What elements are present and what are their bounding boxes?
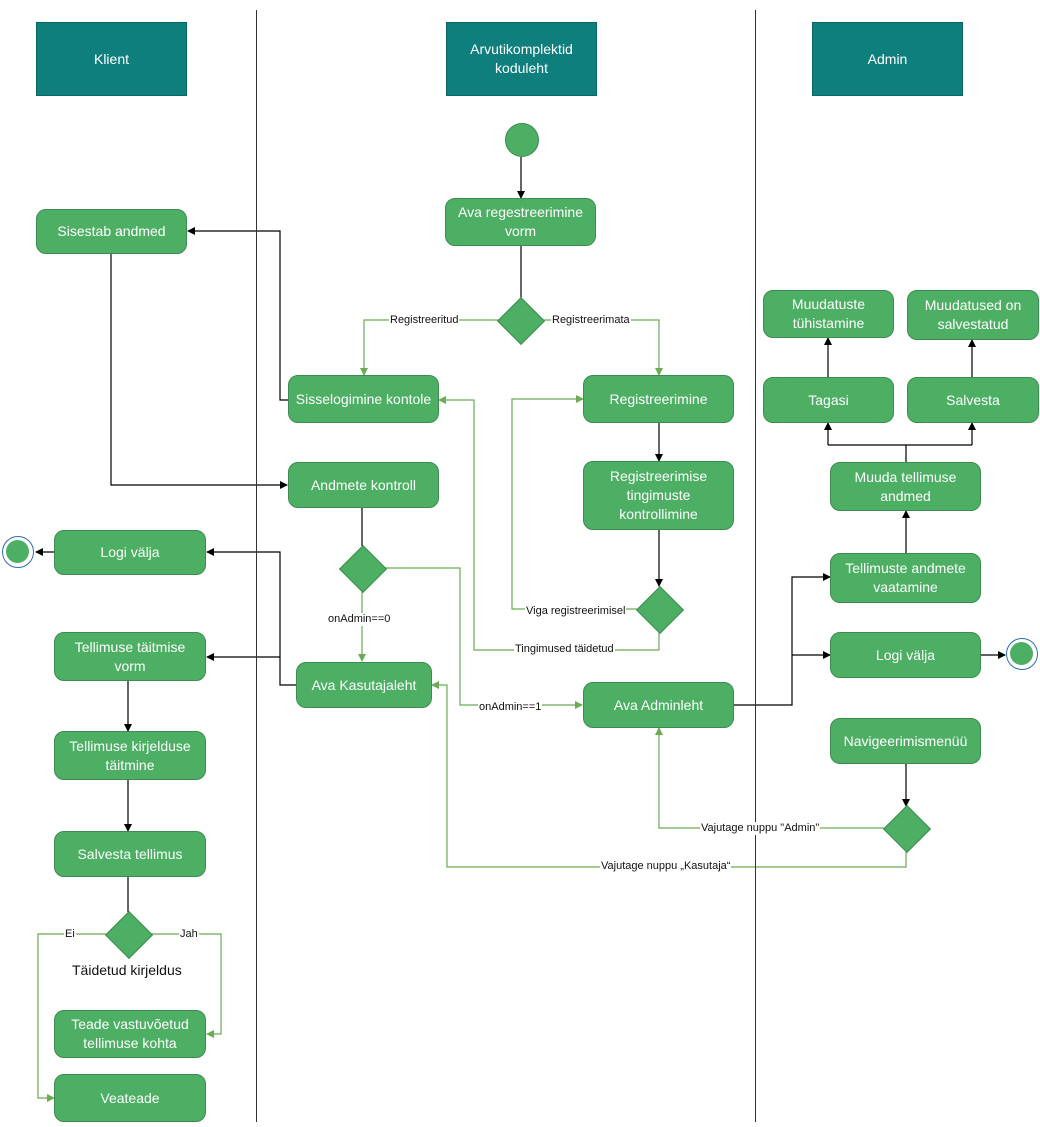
node-registration-terms-check: Registreerimise tingimuste kontrollimine <box>583 461 734 530</box>
lane-header-client: Klient <box>36 22 187 96</box>
node-view-order-data: Tellimuste andmete vaatamine <box>830 553 981 603</box>
edge-press-user <box>431 681 907 868</box>
node-open-registration-form: Ava regestreerimine vorm <box>445 198 596 246</box>
label-press-admin: Vajutage nuppu "Admin" <box>700 822 821 835</box>
edge-unregistered <box>542 319 663 376</box>
node-data-check: Andmete kontroll <box>288 462 439 508</box>
edge-terms-met <box>438 396 660 651</box>
node-order-form: Tellimuse täitmise vorm <box>54 632 206 681</box>
label-is-admin-1: onAdmin==1 <box>478 701 543 714</box>
label-press-user: Vajutage nuppu „Kasutaja“ <box>600 860 732 873</box>
node-save-order: Salvesta tellimus <box>54 831 206 877</box>
lane-header-admin: Admin <box>812 22 963 96</box>
node-registration: Registreerimine <box>583 375 734 423</box>
label-is-admin-0: onAdmin==0 <box>327 613 392 626</box>
node-error-message: Veateade <box>54 1074 206 1122</box>
node-login-account: Sisselogimine kontole <box>288 375 439 423</box>
admin-end-node <box>1006 638 1038 670</box>
label-no: Ei <box>64 928 76 941</box>
lane-divider-right <box>755 10 756 1122</box>
lane-header-website: Arvutikomplektid koduleht <box>446 22 597 96</box>
label-registration-error: Viga registreerimisel <box>525 605 627 618</box>
label-terms-met: Tingimused täidetud <box>514 643 615 656</box>
node-admin-logout: Logi välja <box>830 632 981 678</box>
node-cancel-changes: Muudatuste tühistamine <box>763 290 894 338</box>
node-back: Tagasi <box>763 377 894 423</box>
start-node <box>505 123 539 157</box>
node-order-description: Tellimuse kirjelduse täitmine <box>54 731 206 780</box>
label-yes: Jah <box>179 928 199 941</box>
label-description-filled: Täidetud kirjeldus <box>72 962 182 978</box>
edge-login-to-enter-data <box>187 227 288 401</box>
label-unregistered: Registreerimata <box>551 314 631 327</box>
edge-registered <box>360 319 500 376</box>
node-navigation-menu: Navigeerimismenüü <box>830 718 981 764</box>
edge-edit-to-branches <box>828 444 972 462</box>
node-changes-saved: Muudatused on salvestatud <box>907 290 1039 340</box>
node-open-user-page: Ava Kasutajaleht <box>296 662 432 708</box>
node-save: Salvesta <box>907 377 1039 423</box>
node-edit-order-data: Muuda tellimuse andmed <box>830 462 981 511</box>
edge-admin-page-to-view <box>734 573 831 706</box>
label-registered: Registreeritud <box>389 314 460 327</box>
node-open-admin-page: Ava Adminleht <box>583 682 734 728</box>
client-end-node <box>2 536 34 568</box>
node-client-logout: Logi välja <box>54 530 206 575</box>
node-order-accepted-notice: Teade vastuvõetud tellimuse kohta <box>54 1010 206 1058</box>
lane-divider-left <box>256 10 257 1122</box>
edge-user-page-to-logout <box>206 548 296 686</box>
node-enters-data: Sisestab andmed <box>36 209 187 254</box>
edge-enter-data-to-check <box>110 254 288 489</box>
